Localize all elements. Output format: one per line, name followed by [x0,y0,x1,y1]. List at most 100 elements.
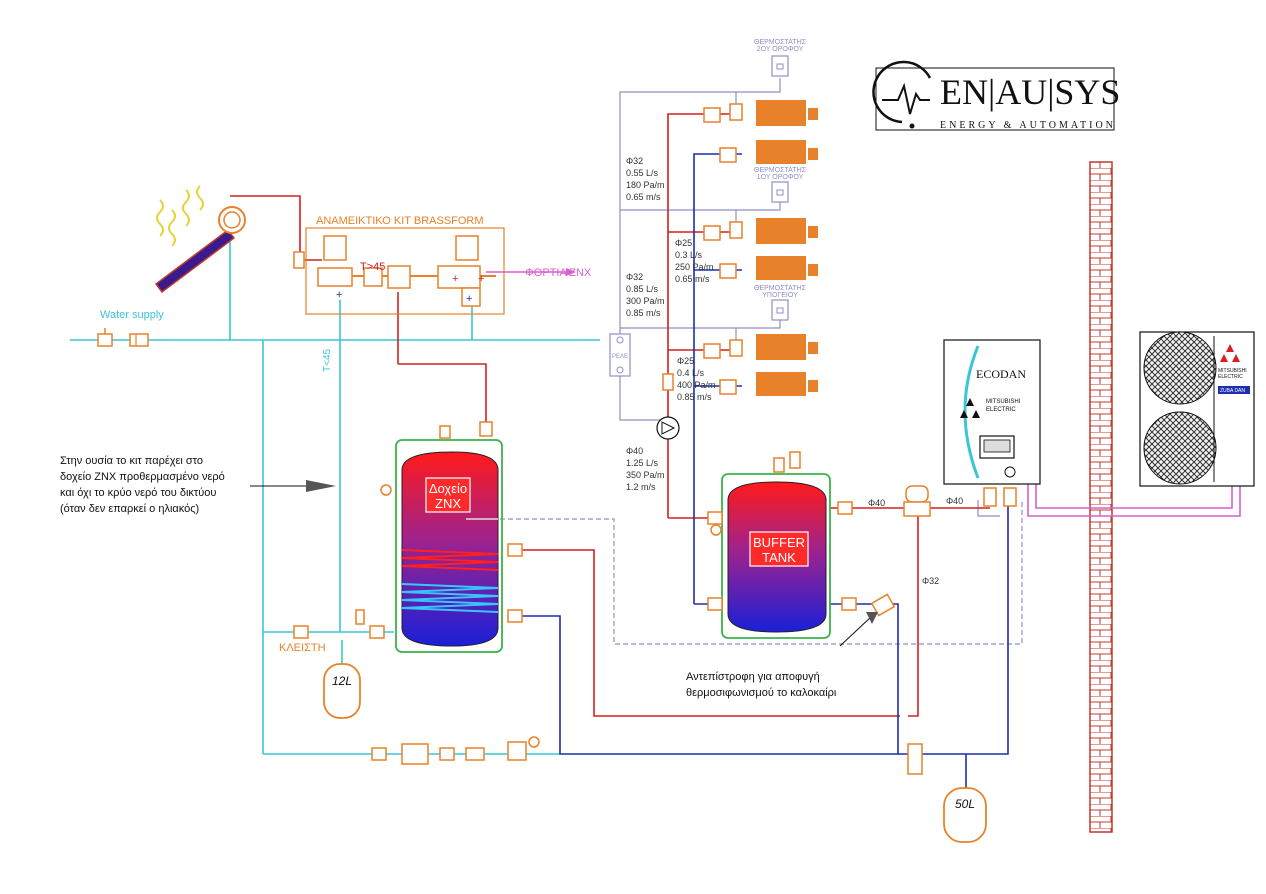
inlet-valve [97,328,113,347]
svg-text:+: + [466,293,472,305]
vessel-50l-label: 50L [955,797,975,811]
circulator-pump [656,416,680,440]
kit-note-line-3: και όχι το κρύο νερό του δικτύου [60,487,216,499]
kit-note-line-1: Στην ουσία το κιτ παρέχει στο [60,455,203,467]
thermostat-2nd-floor: ΘΕΡΜΟΣΤΑΤΗΣ 2ΟΥ ΟΡΟΦΟΥ [754,39,807,77]
inlet-check-valve [129,333,149,347]
spec2-l1: Φ32 [626,272,643,282]
ecodan-label: ECODAN [976,367,1026,381]
thermostat-1-line-1: ΘΕΡΜΟΣΤΑΤΗΣ [754,167,807,174]
dirt-separator [907,743,923,775]
check-valve-note: Αντεπίστροφη για αποφυγή θερμοσιφωνισμού… [686,671,837,699]
temp-high-label: T>45 [360,261,385,273]
dhw-tank: Δοχείο ΖΝΧ [380,439,503,653]
mitsubishi-label-1: MITSUBISHI [986,399,1021,405]
kit-pump-motor-2 [455,235,479,261]
solar-valve [293,251,305,269]
spec3-l1: Φ40 [626,446,643,456]
solar-collector [154,185,246,294]
buffer-label-2: TANK [762,550,796,565]
kit-note: Στην ουσία το κιτ παρέχει στο δοχείο ΖΝΧ… [60,455,336,515]
pipe-spec-5: Φ25 0.4 L/s 400 Pa/m 0.85 m/s [677,356,716,402]
spec1-l2: 0.55 L/s [626,168,659,178]
expansion-vessel-50l: 50L [943,787,987,843]
spec4-l4: 0.65 m/s [675,274,710,284]
kit-pump-motor-1 [323,235,347,261]
cv-note-line-2: θερμοσιφωνισμού το καλοκαίρι [686,687,837,699]
hot-water-lines [230,113,990,717]
spec5-l4: 0.85 m/s [677,392,712,402]
phi40-label-a: Φ40 [868,498,885,508]
spec4-l2: 0.3 L/s [675,250,703,260]
buffer-tank: BUFFER TANK [710,473,831,639]
relay-label: ΡΕΛΕ [612,354,628,360]
dhw-tank-label-1: Δοχείο [429,481,467,496]
svg-text:+: + [452,273,458,285]
hp-flow-valve [983,487,997,507]
dhw-tank-label-2: ΖΝΧ [435,496,461,511]
relay: ΡΕΛΕ [609,333,631,377]
logo-tagline: ENERGY & AUTOMATION [940,120,1116,131]
dhw-inlet-valve [369,625,385,639]
temp-low-label: T<45 [322,348,333,372]
spec3-l4: 1.2 m/s [626,482,656,492]
spec2-l2: 0.85 L/s [626,284,659,294]
pump-valve [662,373,674,391]
vessel-12l-label: 12L [332,674,352,688]
pipe-spec-2: Φ32 0.85 L/s 300 Pa/m 0.85 m/s [626,272,665,318]
phi32-label: Φ32 [922,576,939,586]
buffer-label-1: BUFFER [753,535,805,550]
pipe-spec-3: Φ40 1.25 L/s 350 Pa/m 1.2 m/s [626,446,665,492]
spec5-l1: Φ25 [677,356,694,366]
refrigerant-lines [1027,484,1241,517]
spec4-l3: 250 Pa/m [675,262,714,272]
manifolds [703,100,818,396]
inlet-fittings-group [371,736,540,765]
mixing-kit: ΑΝΑΜΕΙΚΤΙΚΟ ΚΙΤ BRASSFORM + + + + T>45 Φ… [305,215,592,315]
brick-wall [1089,161,1113,833]
thermostat-basement: ΘΕΡΜΟΣΤΑΤΗΣ ΥΠΟΓΕΙΟΥ [754,285,807,321]
phi40-label-b: Φ40 [946,496,963,506]
kit-title: ΑΝΑΜΕΙΚΤΙΚΟ ΚΙΤ BRASSFORM [316,215,484,227]
coil-outlet-valve [507,609,523,623]
thermostat-b-line-1: ΘΕΡΜΟΣΤΑΤΗΣ [754,285,807,292]
spec3-l2: 1.25 L/s [626,458,659,468]
water-supply-label: Water supply [100,309,164,321]
thermostat-b-line-2: ΥΠΟΓΕΙΟΥ [762,292,798,299]
company-logo: EN|AU|SYS ENERGY & AUTOMATION [872,60,1120,131]
spec1-l3: 180 Pa/m [626,180,665,190]
closed-valve [293,625,309,639]
spec2-l4: 0.85 m/s [626,308,661,318]
spec1-l1: Φ32 [626,156,643,166]
dhw-load-arrow [566,268,576,276]
thermostat-1st-floor: ΘΕΡΜΟΣΤΑΤΗΣ 1ΟΥ ΟΡΟΦΟΥ [754,167,807,203]
dhw-top-valve [479,421,493,437]
thermostat-1-line-2: 1ΟΥ ΟΡΟΦΟΥ [757,174,804,181]
coil-inlet-valve [507,543,523,557]
outdoor-brand-1: MITSUBISHI [1218,368,1247,374]
svg-text:+: + [478,273,484,285]
kit-note-line-2: δοχείο ΖΝΧ προθερμασμένο νερό [60,471,225,483]
spec5-l3: 400 Pa/m [677,380,716,390]
dhw-thermometer [380,484,392,496]
spec4-l1: Φ25 [675,238,692,248]
closed-label: ΚΛΕΙΣΤΗ [279,642,326,654]
outdoor-brand-2: ELECTRIC [1218,374,1243,380]
expansion-vessel-12l: 12L [323,640,361,719]
check-valve [870,593,896,617]
mitsubishi-label-2: ELECTRIC [986,407,1016,413]
kit-check-valve [363,267,383,287]
diverter-valve [903,485,931,517]
thermostat-2-line-1: ΘΕΡΜΟΣΤΑΤΗΣ [754,39,807,46]
kit-note-line-4: (όταν δεν επαρκεί ο ηλιακός) [60,503,199,515]
spec3-l3: 350 Pa/m [626,470,665,480]
hp-return-valve [1003,487,1017,507]
ecodan-indoor-unit: ECODAN MITSUBISHI ELECTRIC [943,339,1041,485]
thermostat-2-line-2: 2ΟΥ ΟΡΟΦΟΥ [757,46,804,53]
cv-note-line-1: Αντεπίστροφη για αποφυγή [686,671,820,683]
outdoor-heat-pump: MITSUBISHI ELECTRIC ZUBA DAN [1139,331,1255,487]
outdoor-zubadan: ZUBA DAN [1220,388,1245,394]
spec1-l4: 0.65 m/s [626,192,661,202]
spec2-l3: 300 Pa/m [626,296,665,306]
pipe-spec-1: Φ32 0.55 L/s 180 Pa/m 0.65 m/s [626,156,665,202]
